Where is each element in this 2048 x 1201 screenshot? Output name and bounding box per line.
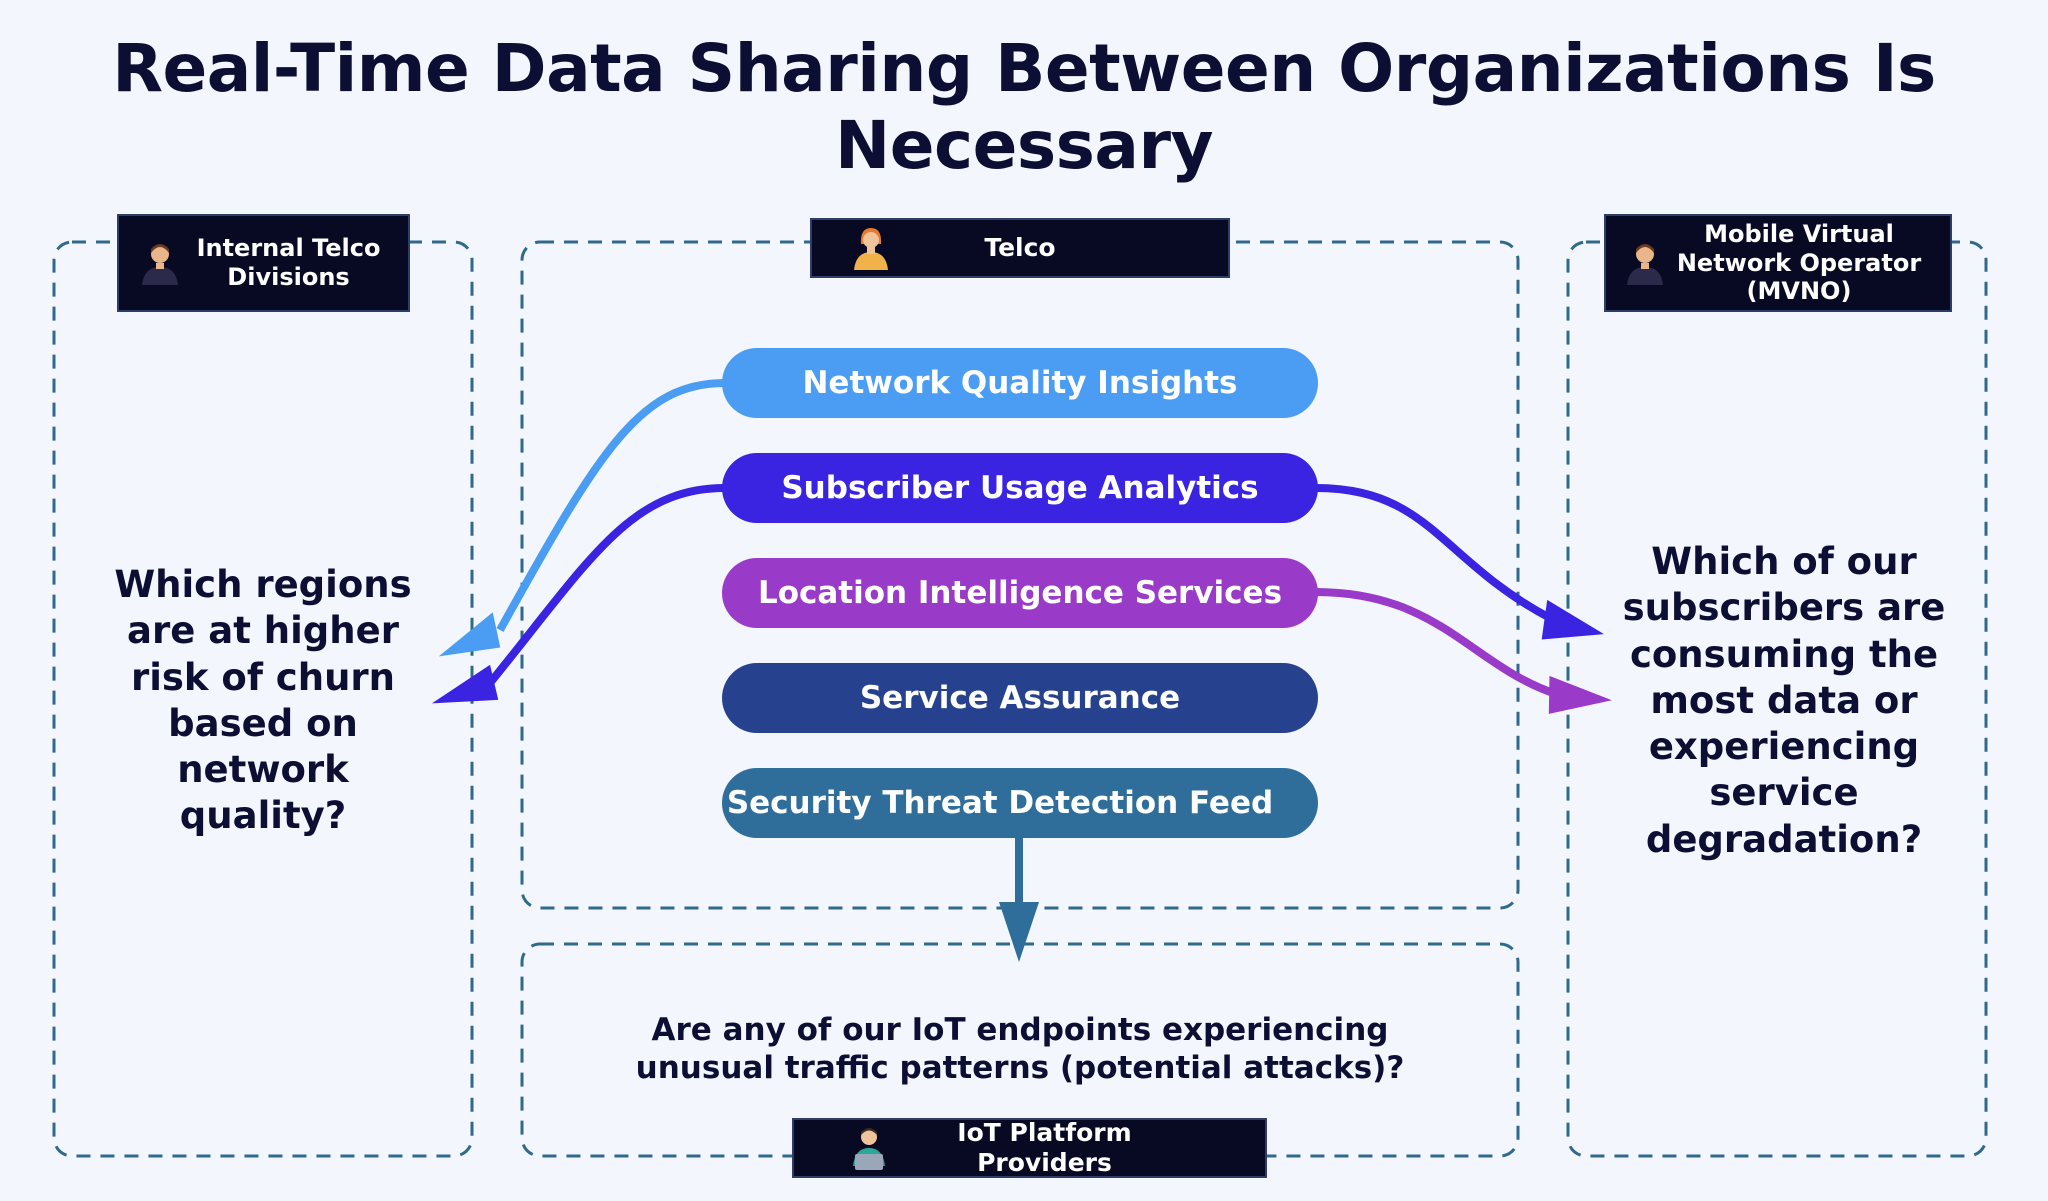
- mvno-question-line: degradation?: [1645, 817, 1923, 861]
- arrow-subscriber-usage-to-internal: [486, 484, 726, 686]
- mvno-question-line: experiencing: [1648, 725, 1920, 768]
- arrowhead-security-down: [999, 902, 1039, 962]
- telco-label: Telco: [810, 218, 1230, 278]
- pill-service-assurance-label: Service Assurance: [859, 680, 1181, 716]
- internal-question-line: are at higher: [127, 609, 399, 653]
- telco-label-text: Telco: [984, 233, 1056, 262]
- person-icon: [1606, 241, 1674, 285]
- mvno-label-line-1: Mobile Virtual: [1704, 219, 1894, 248]
- pill-location-intelligence-services-label: Location Intelligence Services: [757, 575, 1283, 611]
- arrow-location-to-mvno: [1314, 588, 1558, 698]
- internal-telco-label: Internal Telco Divisions: [117, 214, 410, 312]
- mvno-question-line: consuming the: [1629, 632, 1939, 676]
- internal-question-line: based on: [168, 701, 358, 745]
- arrowhead-network-quality: [438, 612, 501, 657]
- arrowhead-subscriber-usage-right: [1541, 599, 1605, 640]
- iot-label-text: IoT Platform Providers: [957, 1118, 1132, 1177]
- internal-question-line: risk of churn: [130, 655, 396, 699]
- arrow-subscriber-usage-to-mvno: [1314, 484, 1552, 622]
- mvno-question-line: service: [1709, 771, 1859, 815]
- pill-network-quality-insights-label: Network Quality Insights: [802, 365, 1238, 401]
- mvno-question-line: subscribers are: [1622, 586, 1946, 630]
- mvno-question: Which of our subscribers are consuming t…: [1578, 539, 1990, 863]
- pill-location-intelligence-services[interactable]: Location Intelligence Services: [722, 558, 1318, 628]
- pill-security-threat-detection-feed-label: Security Threat Detection Feed: [726, 785, 1274, 821]
- mvno-label: Mobile Virtual Network Operator (MVNO): [1604, 214, 1952, 312]
- mvno-question-line: Which of our: [1651, 540, 1917, 583]
- person-icon: [812, 226, 906, 270]
- internal-question-line: network: [177, 748, 349, 791]
- internal-label-line-2: Divisions: [227, 263, 350, 291]
- mvno-label-line-2: Network Operator: [1676, 248, 1922, 277]
- person-laptop-icon: [794, 1126, 904, 1170]
- arrowhead-location-right: [1548, 675, 1612, 714]
- iot-question-line: Are any of our IoT endpoints experiencin…: [651, 1012, 1389, 1048]
- internal-question-line: quality?: [179, 794, 347, 838]
- iot-question: Are any of our IoT endpoints experiencin…: [560, 1012, 1480, 1088]
- pill-subscriber-usage-analytics-label: Subscriber Usage Analytics: [781, 470, 1259, 506]
- arrowhead-subscriber-usage-left: [431, 664, 499, 704]
- pill-network-quality-insights[interactable]: Network Quality Insights: [722, 348, 1318, 418]
- internal-question: Which regions are at higher risk of chur…: [64, 562, 462, 840]
- mvno-label-line-3: (MVNO): [1746, 277, 1852, 306]
- page-title: Real-Time Data Sharing Between Organizat…: [112, 30, 1936, 184]
- pill-service-assurance[interactable]: Service Assurance: [722, 663, 1318, 733]
- mvno-question-line: most data or: [1650, 678, 1918, 722]
- internal-label-line-1: Internal Telco: [196, 234, 381, 263]
- iot-platform-label: IoT Platform Providers: [792, 1118, 1267, 1178]
- arrow-network-quality-to-internal: [496, 379, 726, 632]
- iot-question-line: unusual traffic patterns (potential atta…: [635, 1049, 1405, 1086]
- person-icon: [119, 241, 191, 285]
- pill-security-threat-detection-feed[interactable]: Security Threat Detection Feed: [722, 768, 1318, 838]
- pill-subscriber-usage-analytics[interactable]: Subscriber Usage Analytics: [722, 453, 1318, 523]
- internal-question-line: Which regions: [114, 563, 412, 606]
